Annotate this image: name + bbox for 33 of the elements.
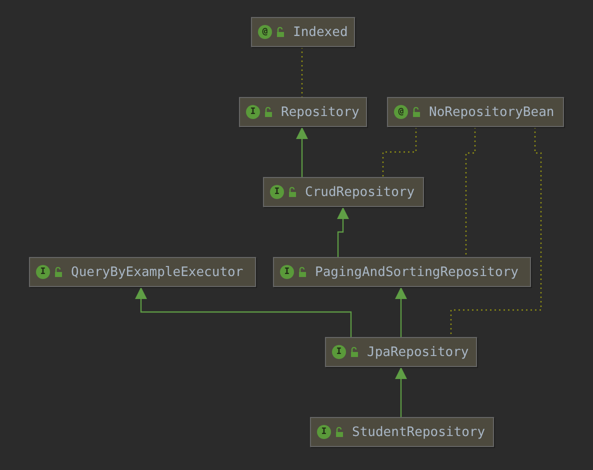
- type-icon: @: [394, 105, 408, 119]
- dotted-connector: [450, 127, 542, 337]
- inheritance-arrow: [296, 127, 308, 177]
- interface-name: PagingAndSortingRepository: [315, 264, 518, 280]
- inheritance-arrow: [135, 287, 352, 337]
- inheritance-arrow: [395, 367, 407, 417]
- interface-box: [325, 337, 477, 367]
- inheritance-arrow: [337, 207, 349, 257]
- interface-box: [273, 257, 531, 287]
- interface-box: [251, 17, 355, 47]
- type-icon: I: [246, 105, 260, 119]
- interface-name: JpaRepository: [367, 344, 469, 360]
- dotted-connector: [301, 47, 303, 97]
- interface-box: [29, 257, 256, 287]
- type-icon: I: [36, 265, 50, 279]
- dotted-connector: [382, 127, 417, 177]
- interface-box: [239, 97, 367, 127]
- type-icon: I: [280, 265, 294, 279]
- type-icon: I: [317, 425, 331, 439]
- interface-name: CrudRepository: [305, 184, 415, 200]
- type-icon: I: [270, 185, 284, 199]
- interface-box: [387, 97, 564, 127]
- interface-name: StudentRepository: [352, 424, 486, 440]
- inheritance-arrow: [395, 287, 407, 337]
- interface-name: NoRepositoryBean: [429, 104, 554, 120]
- interface-name: Repository: [281, 104, 360, 120]
- interface-name: QueryByExampleExecutor: [71, 264, 244, 280]
- dotted-connector: [465, 127, 476, 257]
- interface-box: [310, 417, 494, 447]
- interface-box: [263, 177, 424, 207]
- interface-name: Indexed: [293, 24, 348, 40]
- type-icon: I: [332, 345, 346, 359]
- type-icon: @: [258, 25, 272, 39]
